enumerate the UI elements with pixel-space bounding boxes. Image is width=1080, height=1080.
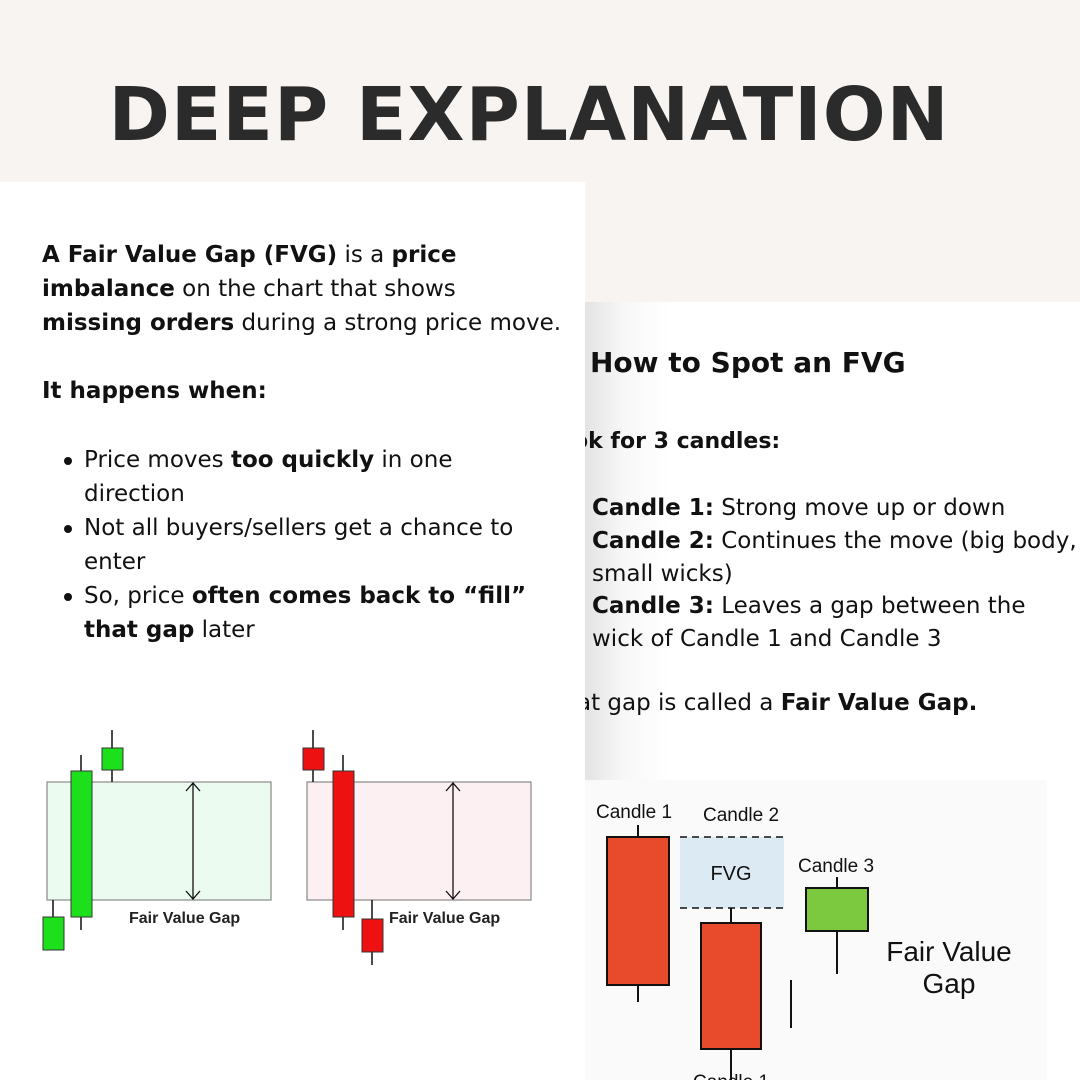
arrow-up-icon (445, 782, 461, 792)
term-price-imbalance: price imbalance (42, 242, 457, 302)
candle-3-bearish (361, 918, 384, 953)
candle-2-step-cont: small wicks) (592, 561, 733, 587)
candle-2-label: Candle 2 (703, 805, 779, 826)
candle-3-label: Candle 3 (798, 856, 874, 877)
candle-1-step: Candle 1: Strong move up or down (592, 495, 1006, 521)
term-fvg: A Fair Value Gap (FVG) (42, 242, 338, 268)
candle-1-bullish (42, 916, 65, 951)
bullish-gap-label: Fair Value Gap (129, 910, 240, 927)
page-title: DEEP EXPLANATION (108, 72, 950, 158)
bearish-fvg-diagram: Fair Value Gap (302, 730, 532, 965)
list-item: So, price often comes back to “fill” tha… (42, 579, 542, 647)
candle-1-bearish (302, 747, 325, 771)
right-spot-card: How to Spot an FVG ok for 3 candles: Can… (585, 302, 1080, 1080)
candle-2-body (700, 922, 762, 1050)
left-explanation-card (0, 182, 585, 1080)
fvg-zone (680, 837, 784, 908)
candle-1-label: Candle 1 (596, 802, 672, 823)
list-item: Price moves too quickly in one direction (42, 443, 542, 511)
list-item: Not all buyers/sellers get a chance to e… (42, 511, 542, 579)
intro-text-2: on the chart that shows (174, 276, 456, 302)
bullish-fvg-diagram: Fair Value Gap (42, 730, 272, 951)
intro-text-1: is a (337, 242, 392, 268)
fvg-title-line1: Fair Value (886, 936, 1012, 967)
arrow-down-icon (185, 890, 201, 900)
candle-3-step-cont: wick of Candle 1 and Candle 3 (592, 626, 942, 652)
fvg-label: FVG (710, 863, 751, 885)
spot-heading: How to Spot an FVG (590, 346, 906, 379)
fvg-title-line2: Gap (923, 968, 976, 999)
candle-3-bullish (101, 747, 124, 771)
candle-2-bullish (70, 770, 93, 918)
look-for-text: ok for 3 candles: (585, 429, 781, 454)
fvg-candle-diagram: Candle 1 Candle 2 Candle 3 FVG Fair Valu… (585, 780, 1047, 1080)
candle-1-body (606, 836, 670, 986)
candle-3-step: Candle 3: Leaves a gap between the (592, 593, 1026, 619)
intro-text-3: during a strong price move. (234, 310, 562, 336)
happens-list: Price moves too quickly in one direction… (42, 443, 542, 647)
gap-conclusion: at gap is called a Fair Value Gap. (585, 690, 978, 716)
term-missing-orders: missing orders (42, 310, 235, 336)
arrow-up-icon (185, 782, 201, 792)
bearish-gap-label: Fair Value Gap (389, 910, 500, 927)
candle-2-bearish (332, 770, 355, 918)
candle-3-body (805, 887, 869, 932)
cut-off-candle-label: Candle 1 (693, 1072, 769, 1080)
fvg-definition: A Fair Value Gap (FVG) is a price imbala… (42, 238, 562, 340)
arrow-down-icon (445, 890, 461, 900)
happens-heading: It happens when: (42, 378, 267, 404)
candle-2-step: Candle 2: Continues the move (big body, (592, 528, 1077, 554)
